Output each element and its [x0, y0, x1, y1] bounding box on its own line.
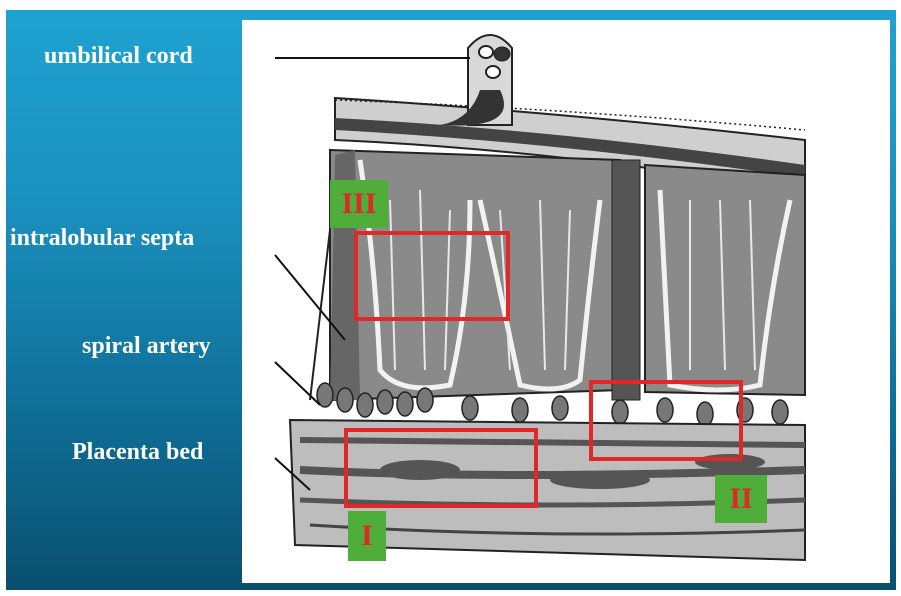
label-placenta-bed: Placenta bed: [72, 440, 203, 464]
region-tag-II: II: [715, 475, 767, 523]
region-tag-III: III: [330, 180, 388, 228]
label-intralobular-septa: intralobular septa: [10, 226, 194, 250]
septa-lines: [310, 230, 330, 400]
villous-tissue: [330, 150, 805, 400]
label-umbilical-cord: umbilical cord: [44, 44, 193, 68]
region-tag-I: I: [348, 511, 386, 561]
label-spiral-artery: spiral artery: [82, 334, 211, 358]
